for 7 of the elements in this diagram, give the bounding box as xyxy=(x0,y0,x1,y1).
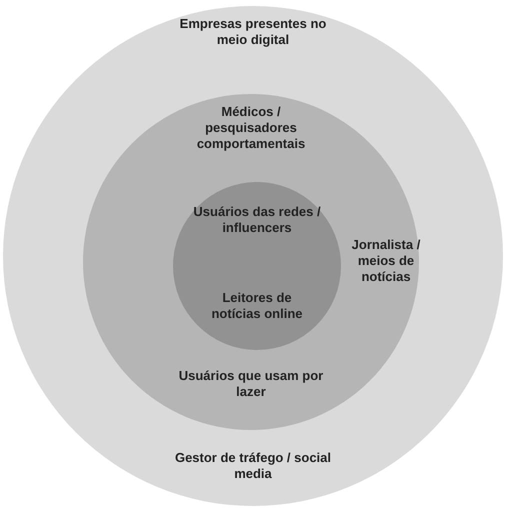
circle-label: Usuários que usam por lazer xyxy=(178,368,324,400)
circle-label: Empresas presentes no meio digital xyxy=(178,16,328,48)
circle-label: Médicos / pesquisadores comportamentais xyxy=(196,104,306,152)
circle-label: Jornalista / meios de notícias xyxy=(350,237,422,285)
circle-label: Usuários das redes / influencers xyxy=(192,204,322,236)
circle-label: Leitores de notícias online xyxy=(210,290,304,322)
circle-label: Gestor de tráfego / social media xyxy=(174,450,332,482)
